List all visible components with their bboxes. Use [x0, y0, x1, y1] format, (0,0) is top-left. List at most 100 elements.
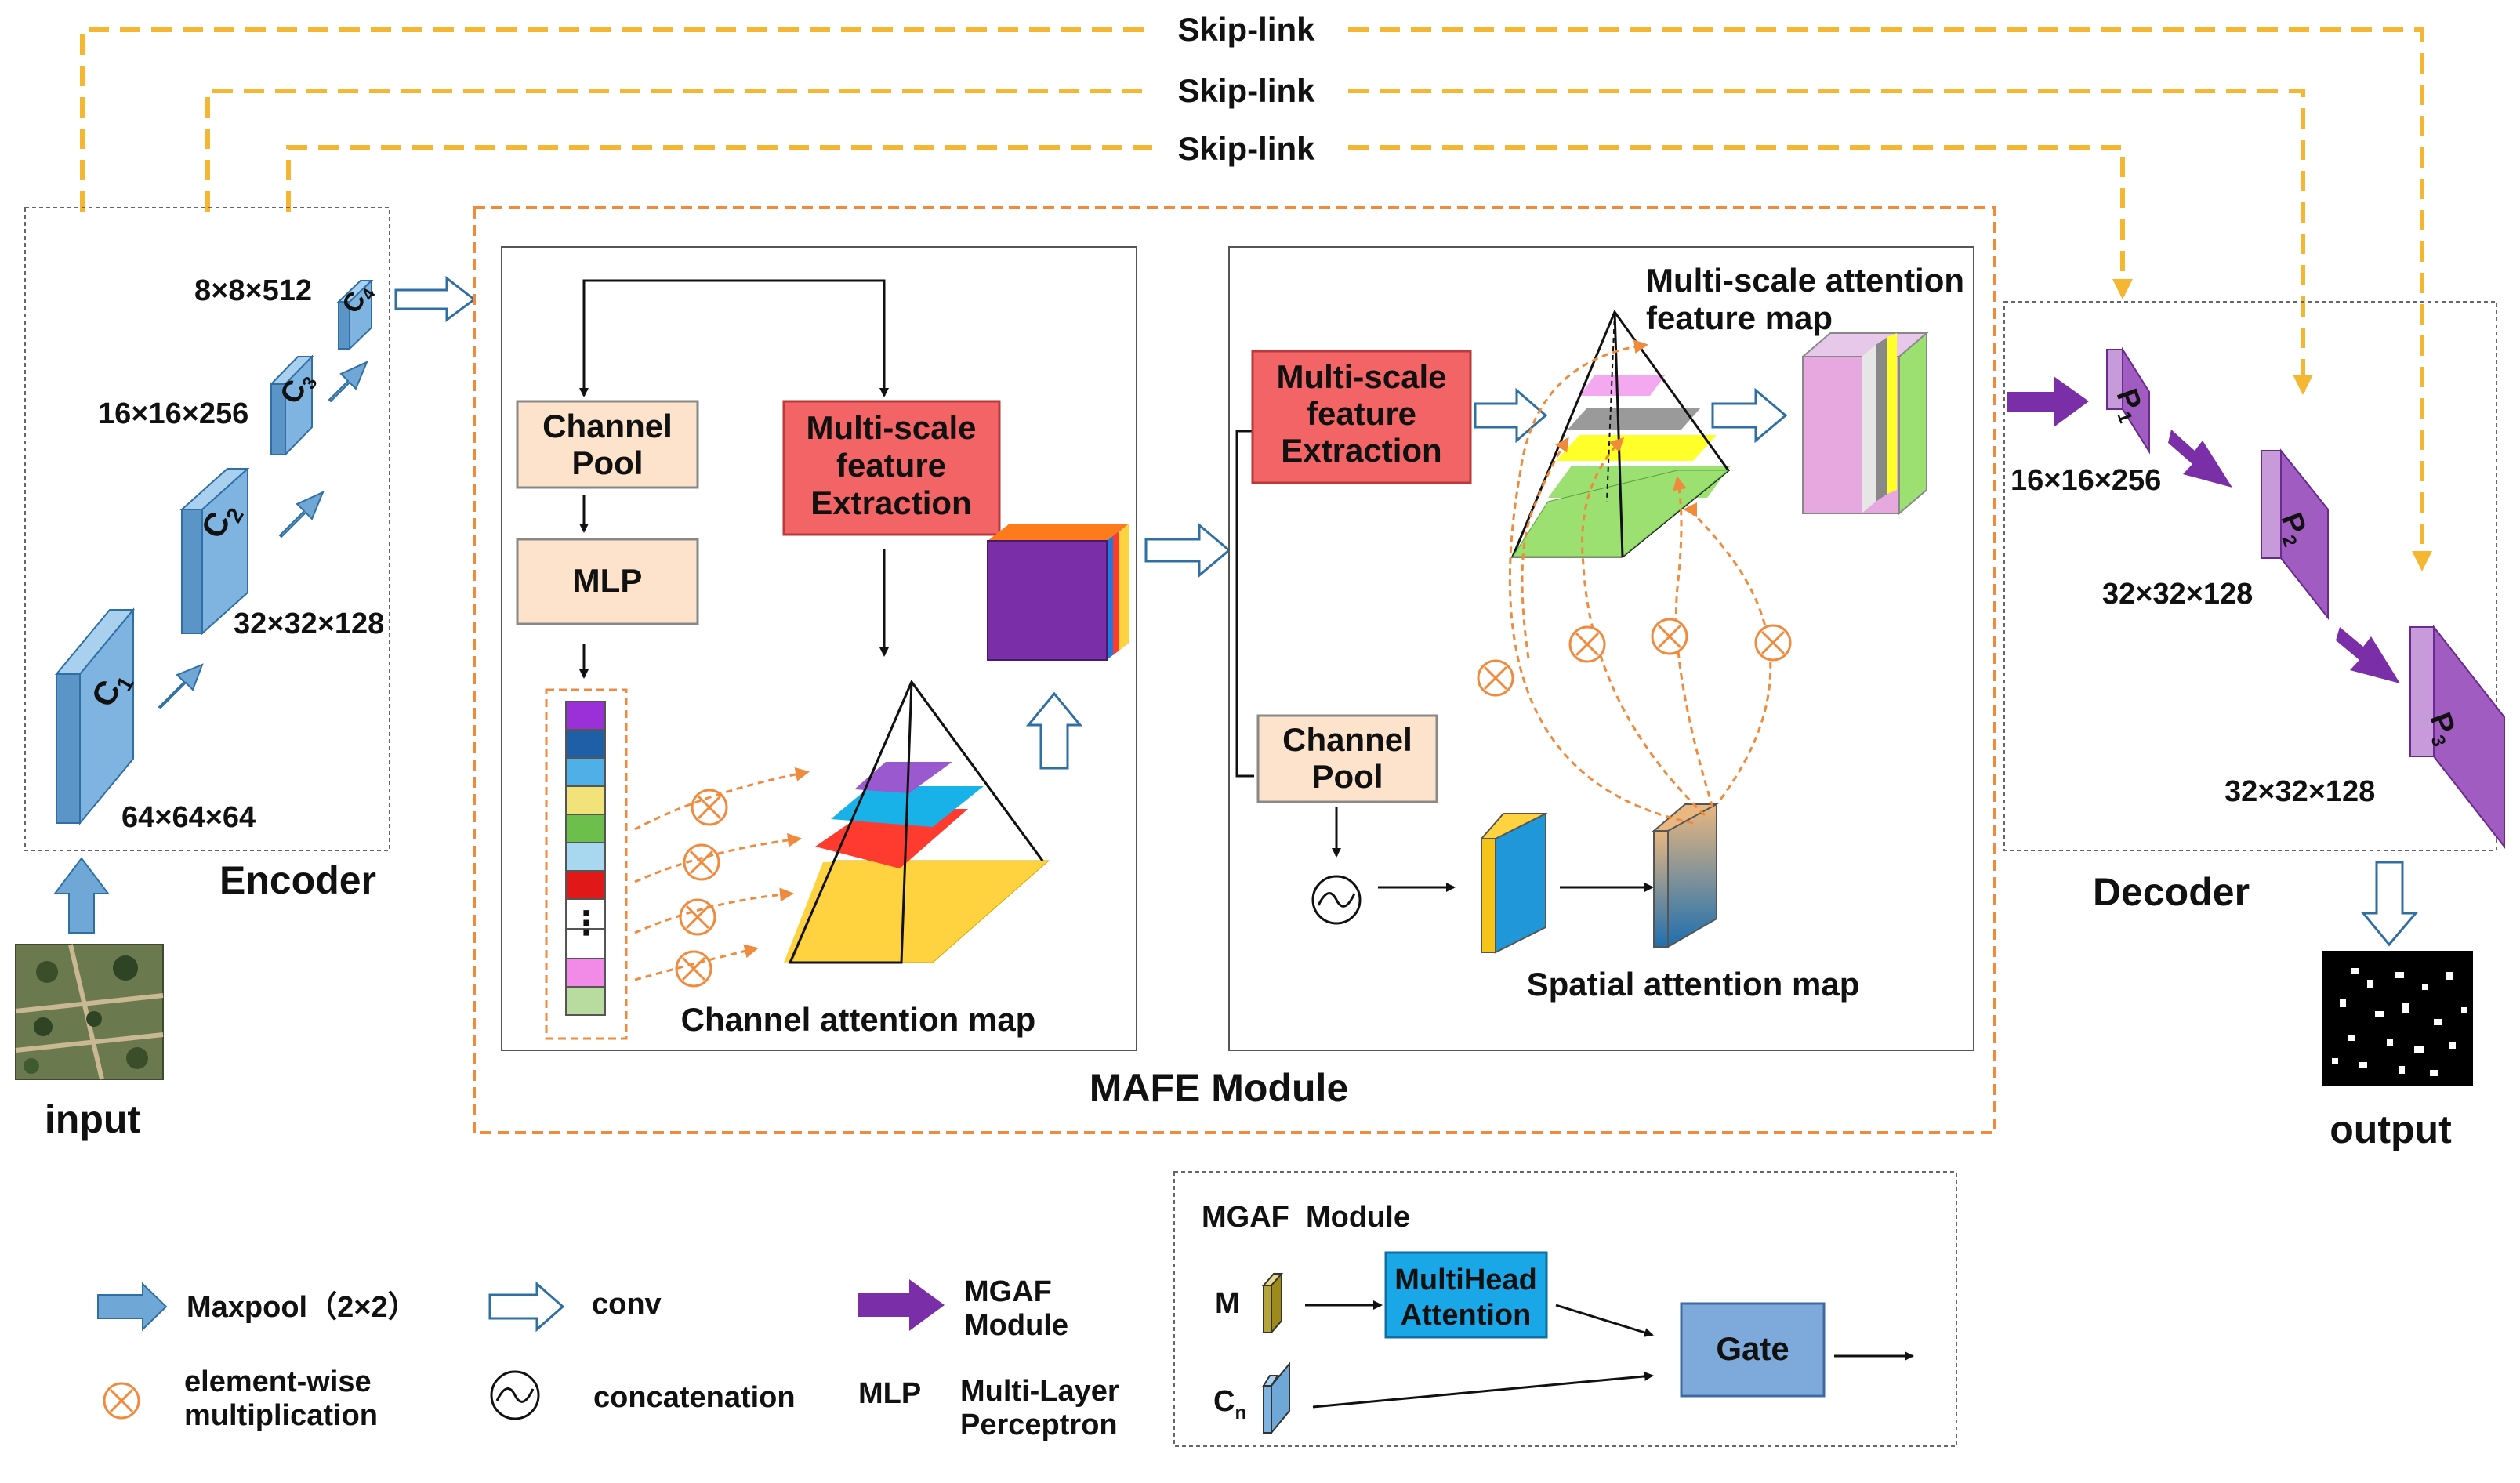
multiply-marker: [675, 950, 712, 988]
multiply-marker: [691, 789, 728, 826]
left-channel-pool-box: Channel Pool: [516, 400, 699, 489]
mafe-title: MAFE Module: [1090, 1066, 1349, 1110]
encoder-block-c4: C4: [336, 278, 379, 351]
legend-mlp-abbr: MLP: [858, 1377, 921, 1410]
right-orange-flows: [1508, 339, 1772, 825]
encoder-box: [24, 207, 390, 851]
vector-cell: [565, 729, 606, 759]
input-up-arrow: [53, 857, 111, 934]
legend-mgaf-label-1: MGAF: [964, 1275, 1052, 1308]
legend-ewm-label-2: multiplication: [184, 1399, 378, 1432]
right-channel-pool-box: Channel Pool: [1256, 714, 1438, 803]
legend-conv-label: conv: [592, 1288, 662, 1321]
msa-label-line1: Multi-scale attention: [1646, 262, 1964, 299]
skip-link-line-1b: [1348, 27, 2432, 571]
multiply-marker: [683, 843, 720, 881]
legend-multiply-icon: [103, 1382, 140, 1420]
channel-attention-caption: Channel attention map: [681, 1001, 1036, 1038]
output-label: output: [2330, 1108, 2452, 1151]
input-image: [15, 944, 164, 1080]
mgaf-m-block: [1261, 1271, 1284, 1335]
legend-ewm-label-1: element-wise: [184, 1365, 372, 1398]
decoder-title: Decoder: [2093, 870, 2250, 914]
legend-mlp-label-2: Perceptron: [960, 1409, 1118, 1441]
multiply-marker: [1754, 624, 1792, 662]
vector-cell: [565, 870, 606, 900]
channel-attention-vector: [565, 701, 606, 1016]
conv-arrow-between-panels: [1144, 522, 1231, 578]
mgaf-arrow-p1-p2: [2168, 430, 2232, 488]
decoder-block-p2: P2: [2261, 448, 2329, 620]
skip-link-label-2: Skip-link: [1177, 72, 1315, 109]
vector-cell: [565, 898, 606, 930]
mgaf-title: MGAF Module: [1202, 1201, 1410, 1234]
right-split-line: [1235, 430, 1254, 778]
multiply-marker: [679, 898, 716, 936]
mgaf-m-label: M: [1215, 1287, 1240, 1320]
encoder-block-c3: C3: [269, 354, 322, 457]
decoder-p2-dims: 32×32×128: [2102, 578, 2253, 611]
svg-text:Gate: Gate: [1716, 1330, 1789, 1367]
vector-cell: [565, 986, 606, 1016]
left-output-cube: [987, 524, 1129, 661]
left-msfe-box: Multi-scale feature Extraction: [782, 400, 1001, 536]
mgaf-cn-label: Cn: [1213, 1385, 1246, 1423]
svg-text:Pool: Pool: [1312, 758, 1383, 795]
legend-mgaf-icon: [858, 1279, 945, 1331]
maxpool-arrow-1: [158, 663, 204, 709]
svg-text:Pool: Pool: [572, 444, 644, 481]
conv-arrow-encoder-to-mafe: [394, 275, 477, 322]
mgaf-module-box: [1173, 1171, 1957, 1447]
concatenation-symbol: [1311, 875, 1362, 925]
multiply-marker: [1477, 659, 1514, 697]
svg-text:feature: feature: [1307, 395, 1416, 432]
maxpool-arrow-2: [278, 491, 325, 538]
svg-text:Multi-scale: Multi-scale: [1276, 358, 1446, 395]
decoder-box: [2003, 301, 2497, 851]
input-label: input: [45, 1097, 141, 1141]
skip-link-line-3b: [1348, 145, 2133, 299]
skip-link-line-3: [286, 145, 1152, 212]
encoder-title: Encoder: [219, 858, 376, 902]
left-orange-flows: [634, 767, 810, 981]
legend-mgaf-label-2: Module: [964, 1309, 1068, 1342]
skip-link-line-2b: [1348, 89, 2313, 395]
skip-links: [80, 27, 2432, 571]
decoder-block-p1: P1: [2106, 346, 2150, 455]
mgaf-arrow-p2-p3: [2336, 627, 2400, 683]
svg-text:feature: feature: [836, 447, 946, 484]
left-multiply-markers: [675, 789, 728, 988]
msa-label-line2: feature map: [1646, 299, 1833, 336]
multiply-marker: [1651, 618, 1688, 655]
encoder-c4-dims: 8×8×512: [194, 274, 312, 307]
svg-text:Channel: Channel: [542, 408, 673, 444]
conv-arrow-decoder-to-output: [2360, 861, 2419, 947]
svg-text:Extraction: Extraction: [810, 484, 971, 521]
encoder-c2-dims: 32×32×128: [234, 607, 384, 640]
right-pyramid: [1510, 309, 1731, 558]
decoder-p3-dims: 32×32×128: [2224, 775, 2375, 808]
channel-vector-frame: [545, 688, 628, 1040]
vector-cell: [565, 842, 606, 872]
vector-cell: [565, 701, 606, 731]
mgaf-cn-block: [1262, 1362, 1290, 1435]
multi-scale-attention-feature-map: [1800, 331, 1929, 516]
conv-arrow-pyramid-to-featuremap: [1711, 387, 1788, 444]
encoder-c3-dims: 16×16×256: [98, 397, 248, 430]
legend-maxpool-label: Maxpool（2×2）: [187, 1291, 418, 1324]
decoder-p1-dims: 16×16×256: [2011, 464, 2161, 497]
mafe-module-box: [473, 206, 1996, 1134]
svg-text:Channel: Channel: [1282, 721, 1412, 758]
vector-cell: [565, 814, 606, 843]
left-split-line: [582, 279, 886, 396]
svg-text:MultiHead: MultiHead: [1394, 1264, 1537, 1296]
output-mask-image: [2322, 951, 2473, 1086]
legend-maxpool-icon: [97, 1282, 168, 1332]
skip-link-line-2: [205, 89, 1152, 212]
vector-cell: [565, 785, 606, 815]
legend: Maxpool（2×2） conv MGAF Module element-wi…: [97, 1275, 1119, 1441]
skip-link-label-3: Skip-link: [1177, 130, 1315, 167]
conv-arrow-up-left: [1025, 691, 1083, 770]
spatial-attention-caption: Spatial attention map: [1527, 966, 1860, 1003]
encoder-c1-dims: 64×64×64: [121, 801, 256, 834]
